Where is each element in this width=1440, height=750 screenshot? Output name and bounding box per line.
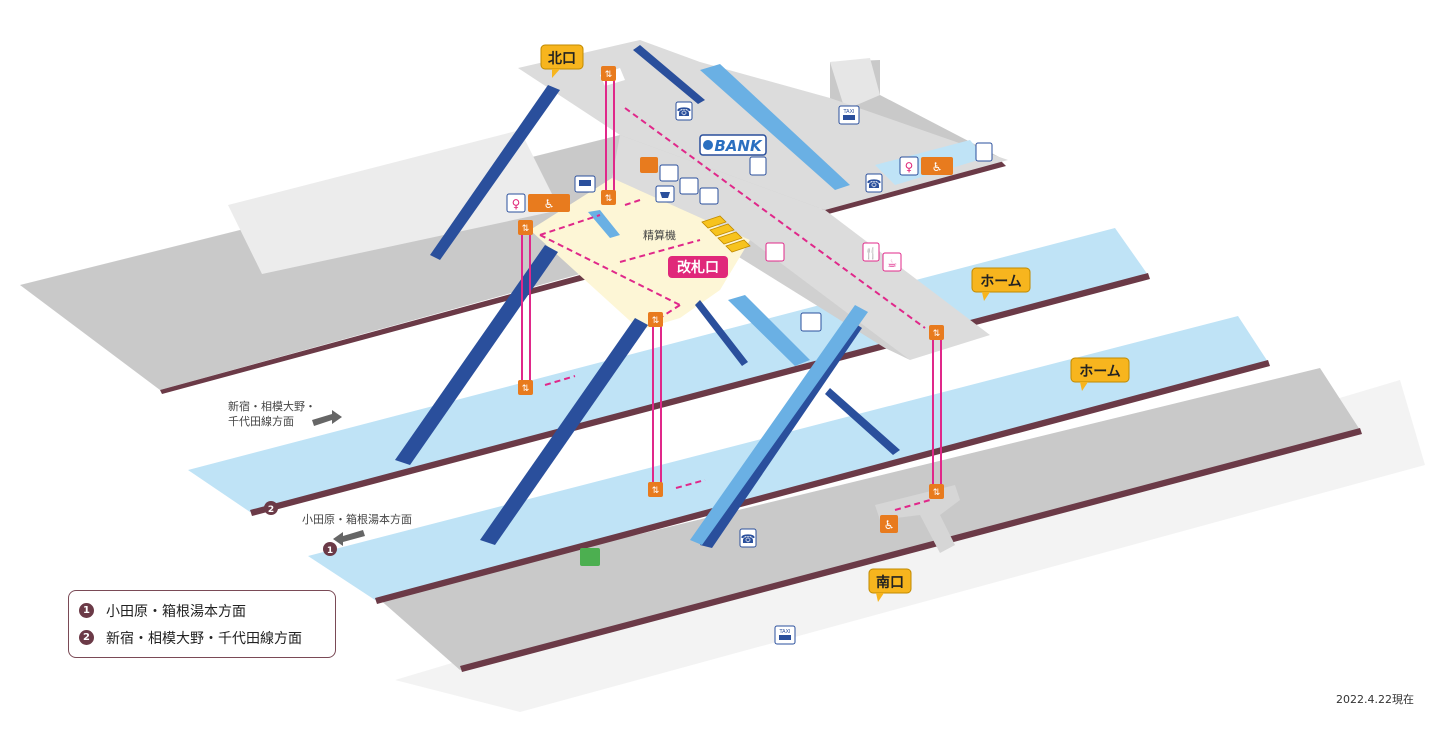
platform-lower-label: ホーム <box>1079 364 1121 380</box>
svg-text:♿: ♿ <box>544 197 555 211</box>
svg-text:⇅: ⇅ <box>933 329 941 339</box>
platform-upper-label: ホーム <box>980 274 1022 290</box>
ticket-gates <box>701 215 751 253</box>
svg-text:⇅: ⇅ <box>522 384 530 394</box>
accessible-routes <box>539 107 931 511</box>
shop-icon <box>580 548 600 566</box>
svg-text:⇅: ⇅ <box>522 224 530 234</box>
elevator-icon: ⇅ <box>518 220 533 235</box>
legend-text-1: 小田原・箱根湯本方面 <box>106 603 246 620</box>
svg-text:⇅: ⇅ <box>652 316 660 326</box>
bank-label: BANK <box>714 137 763 155</box>
escalators <box>588 64 868 545</box>
restaurant-icon: 🍴 <box>862 242 880 262</box>
svg-text:⇅: ⇅ <box>652 486 660 496</box>
platform-number-1: 1 <box>323 542 337 556</box>
locker-icon <box>679 177 699 195</box>
phone-icon: ☎ <box>739 528 757 548</box>
svg-text:TAXI: TAXI <box>843 109 855 115</box>
elevator-icon: ⇅ <box>601 190 616 205</box>
svg-text:⇅: ⇅ <box>933 488 941 498</box>
elevator-icon: ⇅ <box>648 482 663 497</box>
svg-text:♀: ♀ <box>905 160 914 174</box>
coin-locker-icon <box>749 156 767 176</box>
taxi-icon: TAXI <box>838 105 860 125</box>
callout-platform-lower: ホーム <box>1070 357 1130 391</box>
bus-icon <box>574 175 596 193</box>
svg-text:☕: ☕ <box>887 257 897 270</box>
elevator-icon: ⇅ <box>601 66 616 81</box>
ticket-gate-badge: 改札口 <box>668 256 728 278</box>
platform-number-2: 2 <box>264 501 278 515</box>
facility-icons: ♀ ♿ ☎ TAXI ☎ ♀ ♿ 🍴 ☕ ♿ ☎ TAXI <box>506 101 993 645</box>
elevator-icon: ⇅ <box>648 312 663 327</box>
legend-number-2: 2 <box>79 630 94 645</box>
svg-text:♿: ♿ <box>932 160 943 174</box>
info-icon <box>659 164 679 182</box>
callout-south-exit: 南口 <box>868 568 912 602</box>
legend-row-2: 2 新宿・相模大野・千代田線方面 <box>79 624 325 651</box>
accessible-toilet-icon: ♿ <box>528 194 570 212</box>
south-exit-label: 南口 <box>876 574 904 591</box>
accessible-toilet-icon: ♿ <box>921 157 953 175</box>
svg-text:♿: ♿ <box>884 518 895 532</box>
ticket-machine-icon <box>640 157 658 173</box>
svg-text:☎: ☎ <box>677 105 692 119</box>
arrow-left-icon <box>333 530 365 546</box>
callout-north-exit: 北口 <box>540 44 584 78</box>
svg-text:TAXI: TAXI <box>779 629 791 635</box>
platforms <box>188 228 1270 604</box>
arrow-right-icon <box>312 410 342 426</box>
shop-icon <box>765 242 785 262</box>
accessible-icon <box>800 312 822 332</box>
ticket-gate-label: 改札口 <box>677 259 719 276</box>
info-icon <box>975 142 993 162</box>
direction-lower-label: 小田原・箱根湯本方面 <box>302 512 412 526</box>
atm-icon <box>699 187 719 205</box>
svg-text:⇅: ⇅ <box>605 194 613 204</box>
phone-icon: ☎ <box>865 173 883 193</box>
svg-text:☎: ☎ <box>867 177 882 191</box>
legend-number-1: 1 <box>79 603 94 618</box>
shop-icon <box>655 185 675 203</box>
bank-sign: BANK <box>699 134 767 156</box>
svg-text:1: 1 <box>327 546 333 556</box>
callout-platform-upper: ホーム <box>971 267 1031 301</box>
elevator-shafts <box>521 80 942 490</box>
elevator-icon: ⇅ <box>929 484 944 499</box>
svg-text:2: 2 <box>268 505 274 515</box>
legend: 1 小田原・箱根湯本方面 2 新宿・相模大野・千代田線方面 <box>68 590 336 658</box>
legend-row-1: 1 小田原・箱根湯本方面 <box>79 597 325 624</box>
legend-text-2: 新宿・相模大野・千代田線方面 <box>106 630 302 647</box>
direction-upper-line1: 新宿・相模大野・ <box>228 399 316 413</box>
svg-text:♀: ♀ <box>512 197 521 211</box>
toilet-icon: ♀ <box>506 193 526 213</box>
toilet-icon: ♀ <box>899 156 919 176</box>
wheelchair-icon: ♿ <box>880 515 898 533</box>
direction-upper-line2: 千代田線方面 <box>228 414 294 428</box>
elevator-icon: ⇅ <box>518 380 533 395</box>
cafe-icon: ☕ <box>882 252 902 272</box>
date-stamp: 2022.4.22現在 <box>1336 693 1414 706</box>
phone-icon: ☎ <box>675 101 693 121</box>
taxi-icon: TAXI <box>774 625 796 645</box>
svg-text:☎: ☎ <box>741 532 756 546</box>
svg-text:🍴: 🍴 <box>864 247 878 260</box>
direction-upper: 新宿・相模大野・ 千代田線方面 <box>228 399 342 428</box>
direction-lower: 小田原・箱根湯本方面 <box>302 512 412 546</box>
fare-adjust-label: 精算機 <box>643 228 676 242</box>
svg-text:⇅: ⇅ <box>605 70 613 80</box>
elevator-icons: ⇅ ⇅ ⇅ ⇅ ⇅ ⇅ ⇅ ⇅ <box>518 66 944 499</box>
elevator-icon: ⇅ <box>929 325 944 340</box>
north-exit-label: 北口 <box>548 51 576 67</box>
